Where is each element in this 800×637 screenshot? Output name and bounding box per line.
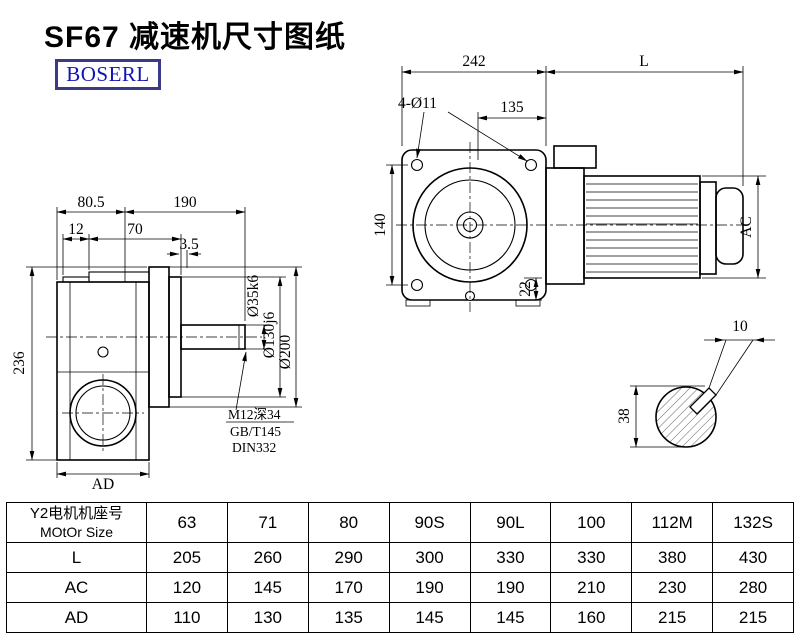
side-view-dimensions: 80.5 190 12 70 3.5 236 AD Ø35k6 Ø130j6 Ø… <box>11 194 302 493</box>
table-cell: 215 <box>712 602 794 633</box>
table-cell: 260 <box>226 542 309 573</box>
table-cell: 300 <box>388 542 471 573</box>
mounting-holes-note: 4-Ø11 <box>398 95 437 112</box>
gearbox-side-view <box>46 266 262 461</box>
table-cell: 330 <box>550 542 633 573</box>
dim-236-label: 236 <box>11 351 28 375</box>
dim-key-width-label: 10 <box>732 318 748 335</box>
dim-80-5-label: 80.5 <box>77 194 104 211</box>
table-header-label-cell: Y2电机机座号 MOtOr Size <box>6 502 147 543</box>
table-cell: 230 <box>631 572 714 603</box>
dim-ad-label: AD <box>92 476 114 493</box>
column-header-112m: 112M <box>631 502 714 543</box>
table-row-ac: AC 120 145 170 190 190 210 230 280 <box>6 572 794 603</box>
front-view-dimensions: 242 L 4-Ø11 135 140 AC 22 <box>372 53 766 301</box>
dim-70-label: 70 <box>127 221 143 238</box>
logo-text: BOSERL <box>66 62 150 86</box>
dim-key-height-label: 38 <box>616 408 633 424</box>
standard-note-2: DIN332 <box>232 440 276 455</box>
table-cell: 145 <box>388 602 471 633</box>
header-label-cn: Y2电机机座号 <box>29 505 124 523</box>
row-label-ad: AD <box>6 602 147 633</box>
header-label-en: MOtOr Size <box>39 523 114 540</box>
dim-hole-span-label: 135 <box>500 99 524 116</box>
dim-12-label: 12 <box>68 221 84 238</box>
table-cell: 215 <box>631 602 714 633</box>
table-cell: 160 <box>550 602 633 633</box>
table-cell: 190 <box>388 572 471 603</box>
table-row-l: L 205 260 290 300 330 330 380 430 <box>6 542 794 573</box>
standard-note-1: GB/T145 <box>230 424 281 439</box>
dim-foot-label: 22 <box>517 281 534 297</box>
column-header-63: 63 <box>146 502 228 543</box>
dim-shaft-diameter-label: Ø35k6 <box>245 275 262 317</box>
table-cell: 170 <box>307 572 390 603</box>
table-cell: 380 <box>631 542 714 573</box>
column-header-90s: 90S <box>388 502 471 543</box>
table-cell: 190 <box>469 572 552 603</box>
page-title: SF67 减速机尺寸图纸 <box>44 21 347 54</box>
dim-motor-diameter-label: AC <box>738 216 755 238</box>
tapped-hole-note: M12深34 <box>228 407 281 422</box>
dim-3-5-label: 3.5 <box>179 236 199 253</box>
dim-spigot-diameter-label: Ø130j6 <box>261 312 278 359</box>
table-cell: 330 <box>469 542 552 573</box>
table-cell: 120 <box>146 572 228 603</box>
row-label-l: L <box>6 542 147 573</box>
dim-gearcase-width-label: 242 <box>462 53 485 70</box>
table-cell: 135 <box>307 602 390 633</box>
technical-drawing: 242 L 4-Ø11 135 140 AC 22 <box>11 53 775 493</box>
column-header-80: 80 <box>307 502 390 543</box>
dim-hole-height-label: 140 <box>372 213 389 237</box>
dim-motor-length-label: L <box>639 53 648 70</box>
dim-190-label: 190 <box>173 194 197 211</box>
row-label-ac: AC <box>6 572 147 603</box>
table-cell: 145 <box>226 572 309 603</box>
table-cell: 290 <box>307 542 390 573</box>
shaft-end-view: 10 38 <box>616 318 775 448</box>
motor-side-view <box>545 145 744 285</box>
table-cell: 430 <box>712 542 794 573</box>
column-header-132s: 132S <box>712 502 794 543</box>
table-cell: 145 <box>469 602 552 633</box>
column-header-100: 100 <box>550 502 633 543</box>
table-row-ad: AD 110 130 135 145 145 160 215 215 <box>6 602 794 633</box>
table-cell: 210 <box>550 572 633 603</box>
boserl-logo: BOSERL <box>55 59 161 90</box>
dim-flange-diameter-label: Ø200 <box>277 335 294 370</box>
table-cell: 110 <box>146 602 228 633</box>
table-cell: 130 <box>226 602 309 633</box>
motor-dimension-table: Y2电机机座号 MOtOr Size 63 71 80 90S 90L 100 … <box>6 502 794 633</box>
column-header-90l: 90L <box>469 502 552 543</box>
table-header-row: Y2电机机座号 MOtOr Size 63 71 80 90S 90L 100 … <box>6 502 794 543</box>
table-cell: 205 <box>146 542 228 573</box>
column-header-71: 71 <box>226 502 309 543</box>
table-cell: 280 <box>712 572 794 603</box>
